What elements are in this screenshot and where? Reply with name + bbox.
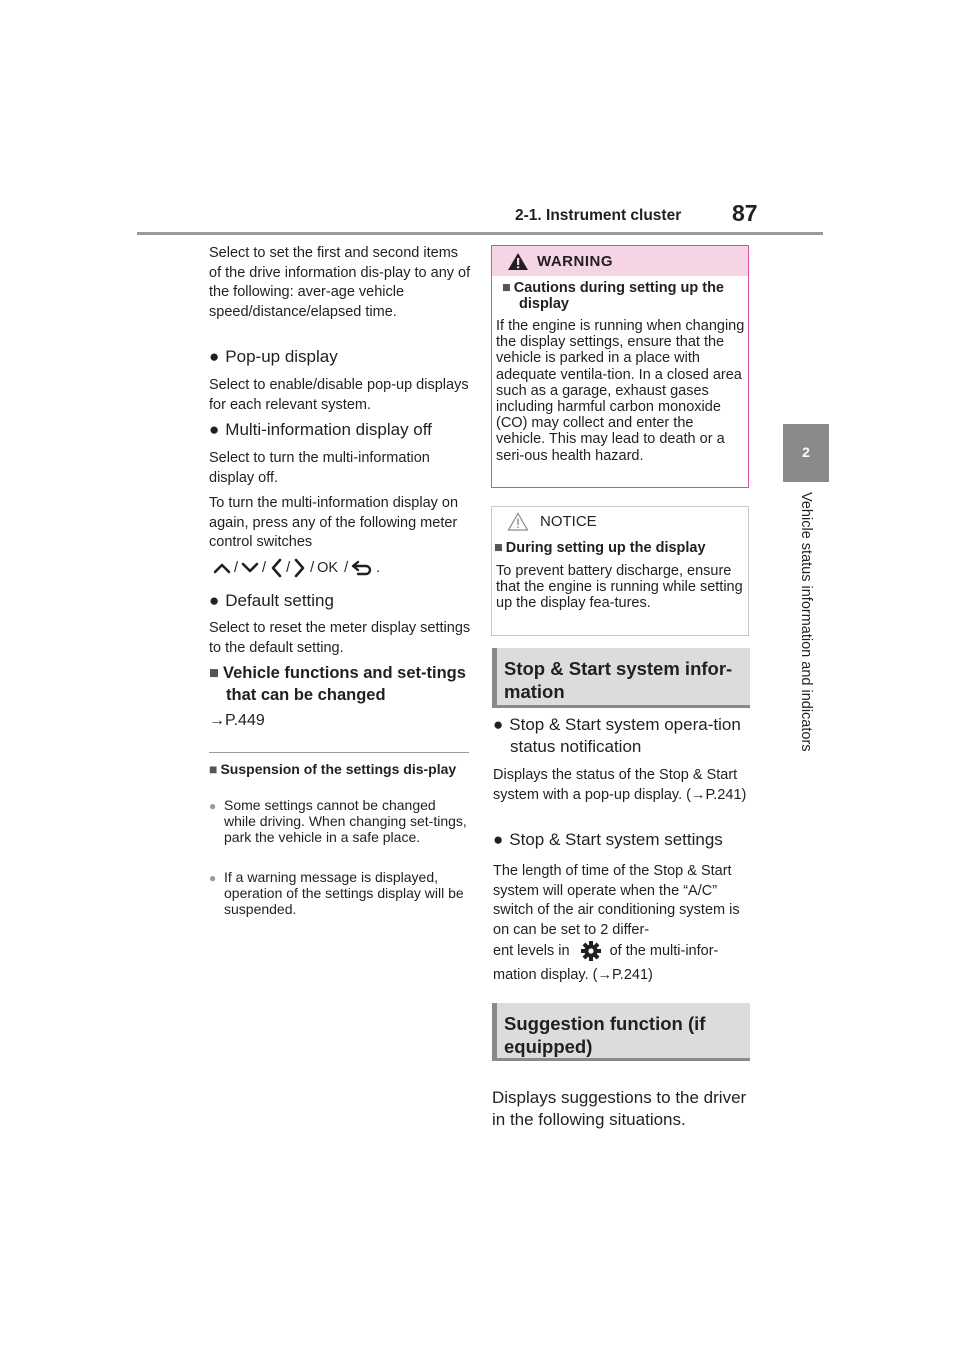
stop-start-settings-heading: ● Stop & Start system settings <box>493 829 755 851</box>
chapter-tab[interactable]: 2 <box>783 424 829 482</box>
stop-start-section-heading: Stop & Start system infor-mation <box>492 648 750 708</box>
bullet-icon: ● <box>209 591 220 610</box>
chevron-down-icon <box>241 562 259 573</box>
note-item: ● Some settings cannot be changed while … <box>209 797 471 845</box>
back-arrow-icon <box>351 560 372 576</box>
notice-title: ■During setting up the display <box>494 540 744 556</box>
square-bullet-icon: ■ <box>502 280 511 296</box>
bullet-icon: ● <box>209 347 220 366</box>
chevron-up-icon <box>213 563 231 574</box>
default-setting-description: Select to reset the meter display settin… <box>209 620 471 656</box>
multi-info-off-label: Multi-information display off <box>225 420 432 439</box>
warning-body: If the engine is running when changing t… <box>496 318 745 464</box>
chapter-title: Vehicle status information and indicator… <box>798 492 814 752</box>
heading-bar <box>492 1003 497 1061</box>
page-number: 87 <box>732 200 758 226</box>
warning-title: ■Cautions during setting up the display <box>502 280 759 312</box>
bullet-icon: ● <box>493 715 504 734</box>
vehicle-functions-heading: ■Vehicle functions and set-tings that ca… <box>209 662 488 706</box>
suggestion-section-title: Suggestion function (if equipped) <box>504 1013 706 1057</box>
suggestion-description: Displays suggestions to the driver in th… <box>492 1088 747 1129</box>
square-bullet-icon: ■ <box>209 664 219 682</box>
settings-text-before: ent levels in <box>493 943 570 959</box>
settings-text-after: of the multi-infor- <box>609 943 719 959</box>
multi-info-off-description: Select to turn the multi-information dis… <box>209 450 430 486</box>
warning-label: WARNING <box>537 253 613 270</box>
notice-header: NOTICE <box>492 507 748 536</box>
default-setting-heading: ● Default setting <box>209 590 471 612</box>
separator: / <box>310 560 315 576</box>
popup-display-description: Select to enable/disable pop-up displays… <box>209 377 469 413</box>
separator: / <box>344 560 349 576</box>
notice-body: To prevent battery discharge, ensure tha… <box>496 563 743 611</box>
stop-start-settings-icon-line: ent levels in of the multi-infor- <box>493 940 718 962</box>
popup-display-heading: ● Pop-up display <box>209 346 471 368</box>
warning-triangle-icon <box>508 253 528 270</box>
stop-start-status-heading: ● Stop & Start system opera-tion status n… <box>493 714 772 758</box>
note-item-text: If a warning message is displayed, opera… <box>224 869 464 917</box>
suggestion-section-heading: Suggestion function (if equipped) <box>492 1003 750 1061</box>
section-title: 2-1. Instrument cluster <box>515 207 682 224</box>
chevron-left-icon <box>271 558 282 578</box>
warning-box <box>491 245 749 488</box>
vehicle-functions-label: Vehicle functions and set-tings that can… <box>222 664 466 704</box>
note-title: ■Suspension of the settings dis-play <box>209 761 484 777</box>
notice-title-label: During setting up the display <box>505 540 706 556</box>
stop-start-section-title: Stop & Start system infor-mation <box>504 658 733 702</box>
stop-start-settings-label: Stop & Start system settings <box>509 830 723 849</box>
period: . <box>376 560 381 576</box>
warning-title-label: Cautions during setting up the display <box>513 280 725 312</box>
note-item-text: Some settings cannot be changed while dr… <box>224 797 467 845</box>
bullet-icon: ● <box>209 420 220 439</box>
multi-info-on-instructions: To turn the multi-information display on… <box>209 495 459 550</box>
notice-triangle-icon <box>507 512 529 531</box>
separator: / <box>262 560 267 576</box>
stop-start-status-label: Stop & Start system opera-tion status no… <box>509 715 741 756</box>
stop-start-settings-end: mation display. (→P.241) <box>493 967 653 983</box>
bullet-icon: ● <box>493 830 504 849</box>
chapter-number: 2 <box>802 444 810 460</box>
note-item: ● If a warning message is displayed, ope… <box>209 869 471 917</box>
ok-switch-label: OK <box>317 560 339 576</box>
page-reference-link[interactable]: →P.449 <box>209 712 265 729</box>
gear-icon <box>580 941 601 961</box>
note-rule <box>209 752 469 753</box>
separator: / <box>286 560 291 576</box>
popup-display-label: Pop-up display <box>225 347 338 366</box>
square-bullet-icon: ■ <box>209 761 218 777</box>
warning-header: WARNING <box>492 246 748 276</box>
multi-info-off-heading: ● Multi-information display off <box>209 419 471 441</box>
notice-box <box>491 506 749 636</box>
note-title-label: Suspension of the settings dis-play <box>220 761 457 777</box>
chevron-right-icon <box>294 558 305 578</box>
heading-bar <box>492 648 497 708</box>
default-setting-label: Default setting <box>225 591 334 610</box>
stop-start-settings-description: The length of time of the Stop & Start s… <box>493 863 740 938</box>
meter-switch-icons: / / / / OK / . <box>213 556 380 580</box>
stop-start-status-description: Displays the status of the Stop & Start … <box>493 767 747 803</box>
header-rule <box>137 232 823 235</box>
circle-bullet-icon: ● <box>209 799 217 813</box>
circle-bullet-icon: ● <box>209 871 217 885</box>
separator: / <box>234 560 239 576</box>
square-bullet-icon: ■ <box>494 540 503 556</box>
drive-info-description: Select to set the first and second items… <box>209 245 471 320</box>
notice-label: NOTICE <box>540 513 597 530</box>
